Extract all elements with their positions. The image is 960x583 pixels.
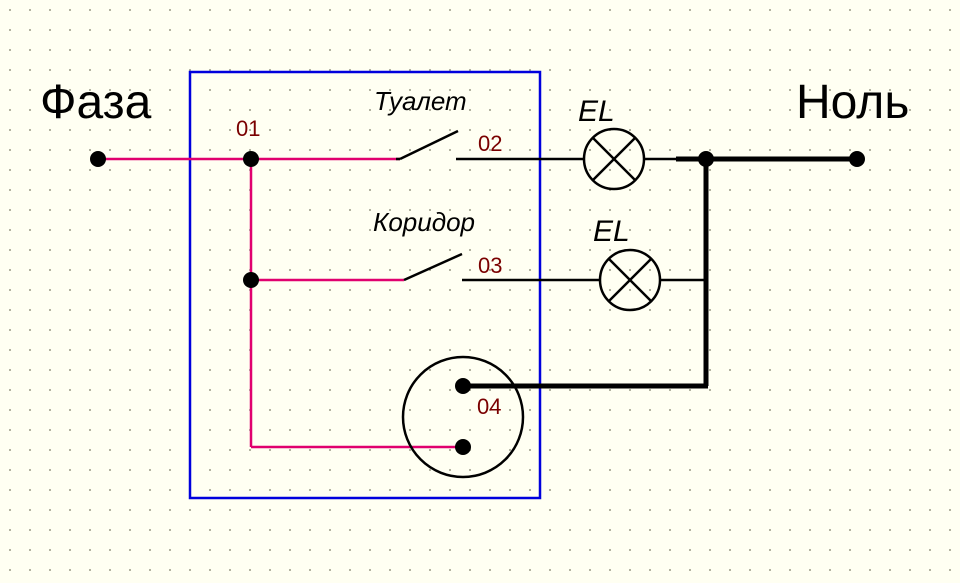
neutral-label: Ноль — [796, 76, 909, 129]
neutral-junction-dot — [698, 151, 714, 167]
node-label-03: 03 — [478, 253, 502, 278]
switch-tualet — [396, 129, 584, 161]
phase-terminal-dot — [90, 151, 106, 167]
node-label-01: 01 — [236, 116, 260, 141]
node-label-04: 04 — [477, 394, 501, 419]
junction-dots — [90, 151, 865, 455]
neutral-terminal-dot — [849, 151, 865, 167]
phase-label: Фаза — [40, 76, 152, 129]
socket-pin-bottom — [455, 439, 471, 455]
junction-box — [188, 70, 542, 500]
lamp2-label: EL — [593, 215, 630, 248]
junction-dot-switch2 — [243, 272, 259, 288]
lamp-2-icon — [598, 248, 662, 312]
lamp1-label: EL — [578, 95, 615, 128]
switch-koridor — [403, 252, 600, 282]
switch1-label: Туалет — [374, 86, 467, 116]
switch-tualet-blade — [399, 129, 459, 161]
switch2-label: Коридор — [373, 207, 475, 237]
socket-pin-top — [455, 378, 471, 394]
junction-dot-01 — [243, 151, 259, 167]
node-label-02: 02 — [478, 131, 502, 156]
switch-koridor-blade — [403, 252, 463, 282]
socket-icon — [401, 355, 525, 479]
